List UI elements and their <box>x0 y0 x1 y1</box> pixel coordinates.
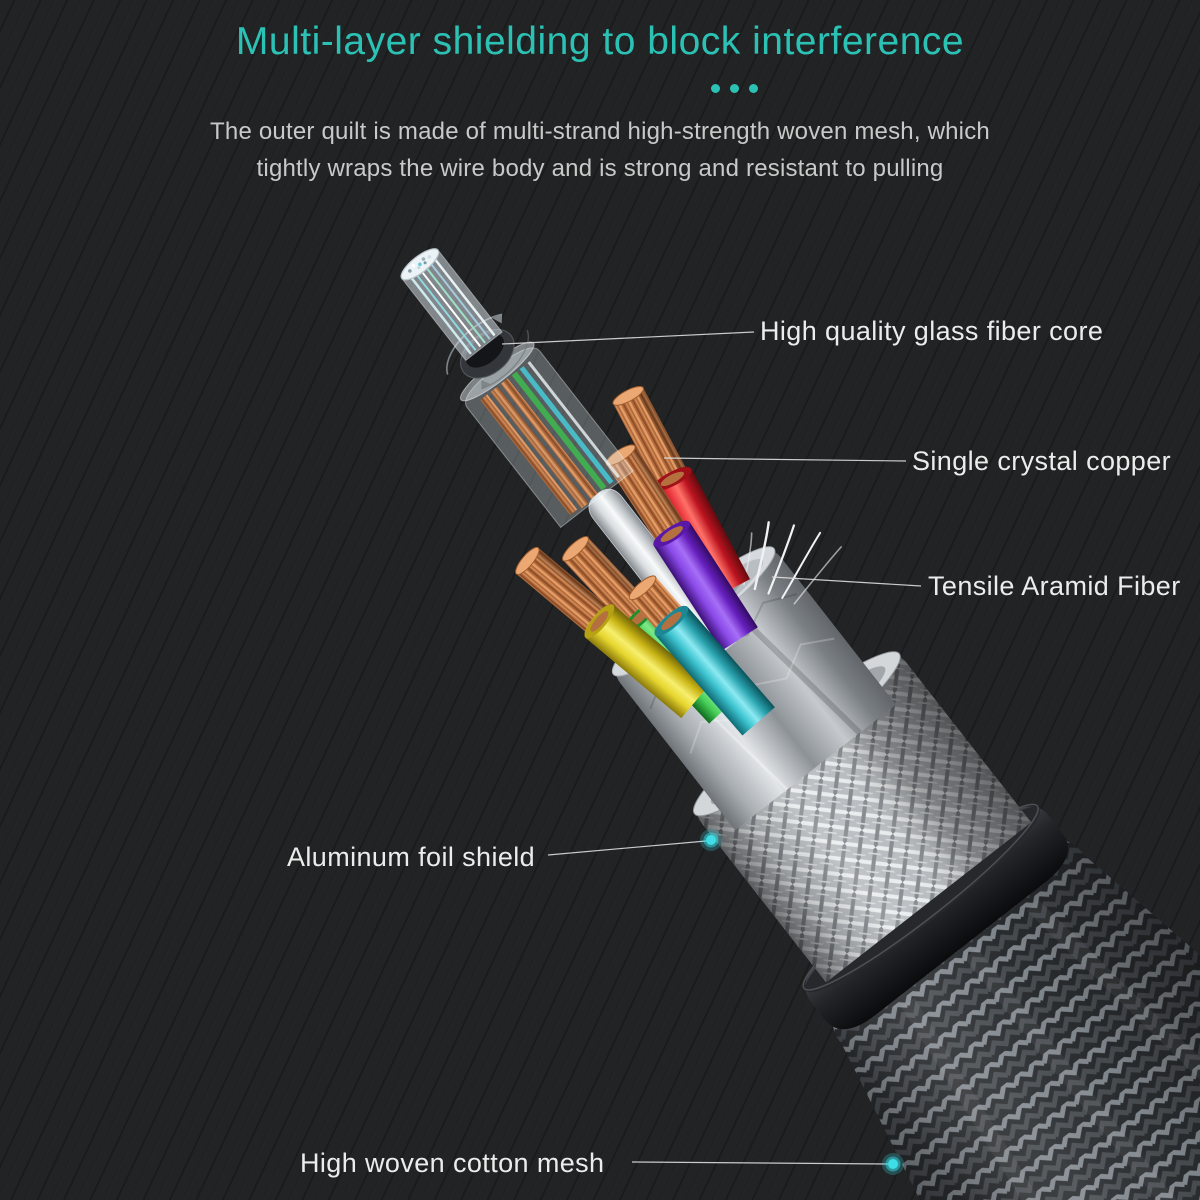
aramid-fiber-strands <box>743 521 842 605</box>
callout-label-copper: Single crystal copper <box>912 446 1172 476</box>
callout-label-glass-fiber: High quality glass fiber core <box>760 316 1104 346</box>
page-description: The outer quilt is made of multi-strand … <box>0 113 1200 187</box>
wire-purple <box>605 444 758 651</box>
accent-dot <box>749 84 758 93</box>
title-accent-dots <box>711 84 758 93</box>
callout-line-glass-fiber <box>501 331 755 345</box>
callout-label-mesh: High woven cotton mesh <box>300 1148 605 1178</box>
wire-red <box>612 386 751 600</box>
callout-label-foil: Aluminum foil shield <box>287 842 536 872</box>
callout-line-foil <box>547 840 707 856</box>
callout-dot-mesh <box>882 1153 904 1175</box>
callout-dot-foil <box>700 829 722 851</box>
accent-dot <box>711 84 720 93</box>
outer-cotton-mesh <box>832 838 1200 1200</box>
accent-dot <box>730 84 739 93</box>
callout-line-mesh <box>631 1161 889 1165</box>
page-title: Multi-layer shielding to block interfere… <box>235 20 965 63</box>
callout-lines <box>501 331 922 1165</box>
description-line-1: The outer quilt is made of multi-strand … <box>210 118 990 145</box>
callout-label-aramid: Tensile Aramid Fiber <box>928 571 1181 601</box>
callout-line-copper <box>663 457 907 462</box>
cable-illustration <box>400 248 1200 1200</box>
wire-teal <box>628 575 775 736</box>
transparent-jacket <box>459 341 634 529</box>
wire-yellow <box>515 546 709 719</box>
callout-dots <box>700 829 904 1175</box>
glass-fiber-core <box>400 248 503 362</box>
callout-line-aramid <box>771 576 922 587</box>
description-line-2: tightly wraps the wire body and is stron… <box>256 155 944 182</box>
